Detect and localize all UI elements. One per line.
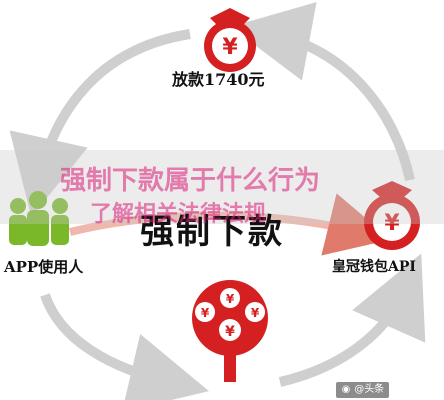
watermark-line-2: 了解相关法律法规 bbox=[90, 202, 267, 227]
node-label-left: APP使用人 bbox=[4, 258, 84, 276]
svg-text:¥: ¥ bbox=[222, 35, 238, 60]
arrow-bottom-to-right bbox=[278, 253, 426, 387]
money-bag-icon-right: ¥ bbox=[364, 181, 420, 250]
svg-text:¥: ¥ bbox=[251, 306, 260, 320]
node-label-top: 放款1740元 bbox=[172, 70, 265, 89]
diagram-title: 强制下款 bbox=[140, 212, 284, 252]
toutiao-icon: ◉ bbox=[341, 384, 351, 395]
watermark-line-1: 强制下款属于什么行为 bbox=[60, 166, 321, 196]
arrow-right-to-top bbox=[230, 2, 415, 182]
money-bag-icon-top: ¥ bbox=[204, 8, 256, 72]
arrow-left-to-bottom bbox=[40, 293, 209, 400]
people-group-icon bbox=[9, 191, 69, 246]
svg-text:¥: ¥ bbox=[384, 211, 400, 236]
watermark-band bbox=[0, 150, 444, 224]
credit-badge: ◉ @头条 bbox=[336, 382, 390, 398]
svg-text:¥: ¥ bbox=[226, 292, 235, 306]
money-tree-icon: ¥ ¥ ¥ ¥ bbox=[192, 280, 268, 382]
arrow-left-to-right bbox=[69, 193, 392, 256]
svg-text:¥: ¥ bbox=[201, 306, 210, 320]
svg-text:¥: ¥ bbox=[225, 324, 235, 340]
arrow-top-to-left bbox=[9, 29, 191, 218]
credit-text: @头条 bbox=[354, 384, 385, 395]
node-label-right: 皇冠钱包API bbox=[332, 259, 416, 275]
